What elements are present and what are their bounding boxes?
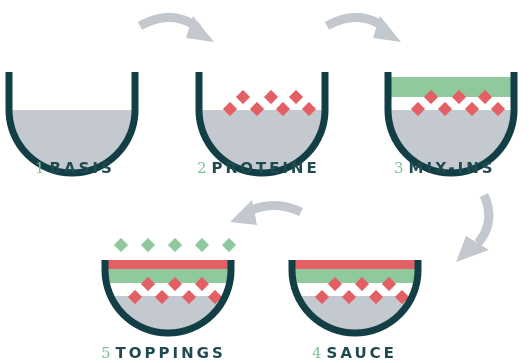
step-number: 2 bbox=[197, 159, 207, 177]
bowl-sauce bbox=[292, 260, 418, 346]
mixins-band bbox=[388, 77, 514, 97]
step-title: MIX-INS bbox=[409, 159, 496, 177]
arrow-step4-to-step5 bbox=[230, 200, 301, 225]
step-label-sauce: 4 SAUCE bbox=[312, 344, 397, 362]
base-layer bbox=[292, 296, 418, 346]
arrow-step3-to-step4 bbox=[456, 195, 489, 262]
step-label-proteine: 2 PROTEINE bbox=[197, 159, 320, 177]
step-title: PROTEINE bbox=[212, 159, 320, 177]
step-label-mixins: 3 MIX-INS bbox=[394, 159, 496, 177]
bowl-toppings bbox=[105, 238, 236, 346]
step-number: 3 bbox=[394, 159, 404, 177]
step-title: TOPPINGS bbox=[116, 344, 226, 362]
sauce-band bbox=[105, 260, 231, 269]
step-number: 4 bbox=[312, 344, 322, 362]
sauce-band bbox=[292, 260, 418, 269]
step-label-toppings: 5 TOPPINGS bbox=[101, 344, 226, 362]
step-number: 1 bbox=[35, 159, 45, 177]
mixins-band bbox=[105, 269, 231, 283]
step-title: SAUCE bbox=[327, 344, 397, 362]
step-number: 5 bbox=[101, 344, 111, 362]
base-layer bbox=[105, 296, 231, 346]
mixins-band bbox=[292, 269, 418, 283]
step-title: BASIS bbox=[50, 159, 115, 177]
arrow-step1-to-step2 bbox=[140, 16, 214, 42]
topping-diamonds bbox=[114, 238, 236, 252]
step-label-basis: 1 BASIS bbox=[35, 159, 115, 177]
arrow-step2-to-step3 bbox=[327, 16, 401, 42]
